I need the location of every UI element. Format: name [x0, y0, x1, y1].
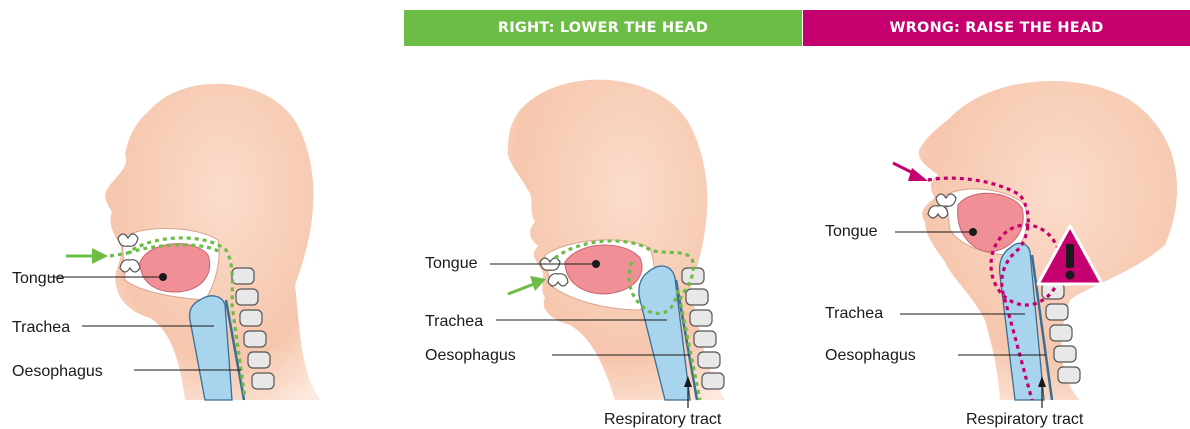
arrow-icon: [893, 163, 928, 181]
arrow-icon: [66, 248, 108, 264]
tongue: [140, 244, 210, 292]
label-trachea: Trachea: [425, 313, 483, 330]
arrow-icon: [508, 276, 546, 294]
head-silhouette: [919, 81, 1177, 400]
label-oesophagus: Oesophagus: [425, 347, 516, 364]
label-tongue: Tongue: [425, 255, 478, 272]
label-trachea: Trachea: [825, 305, 883, 322]
figure-lower-head: Tongue Trachea Oesophagus Respiratory tr…: [425, 80, 725, 428]
label-trachea: Trachea: [12, 319, 70, 336]
label-respiratory-tract: Respiratory tract: [604, 411, 722, 428]
label-respiratory-tract: Respiratory tract: [966, 411, 1084, 428]
figure-raise-head: Tongue Trachea Oesophagus Respiratory tr…: [825, 81, 1177, 428]
label-tongue: Tongue: [825, 223, 878, 240]
label-oesophagus: Oesophagus: [825, 347, 916, 364]
figure-neutral: Tongue Trachea Oesophagus: [12, 84, 320, 400]
label-oesophagus: Oesophagus: [12, 363, 103, 380]
label-tongue: Tongue: [12, 270, 65, 287]
